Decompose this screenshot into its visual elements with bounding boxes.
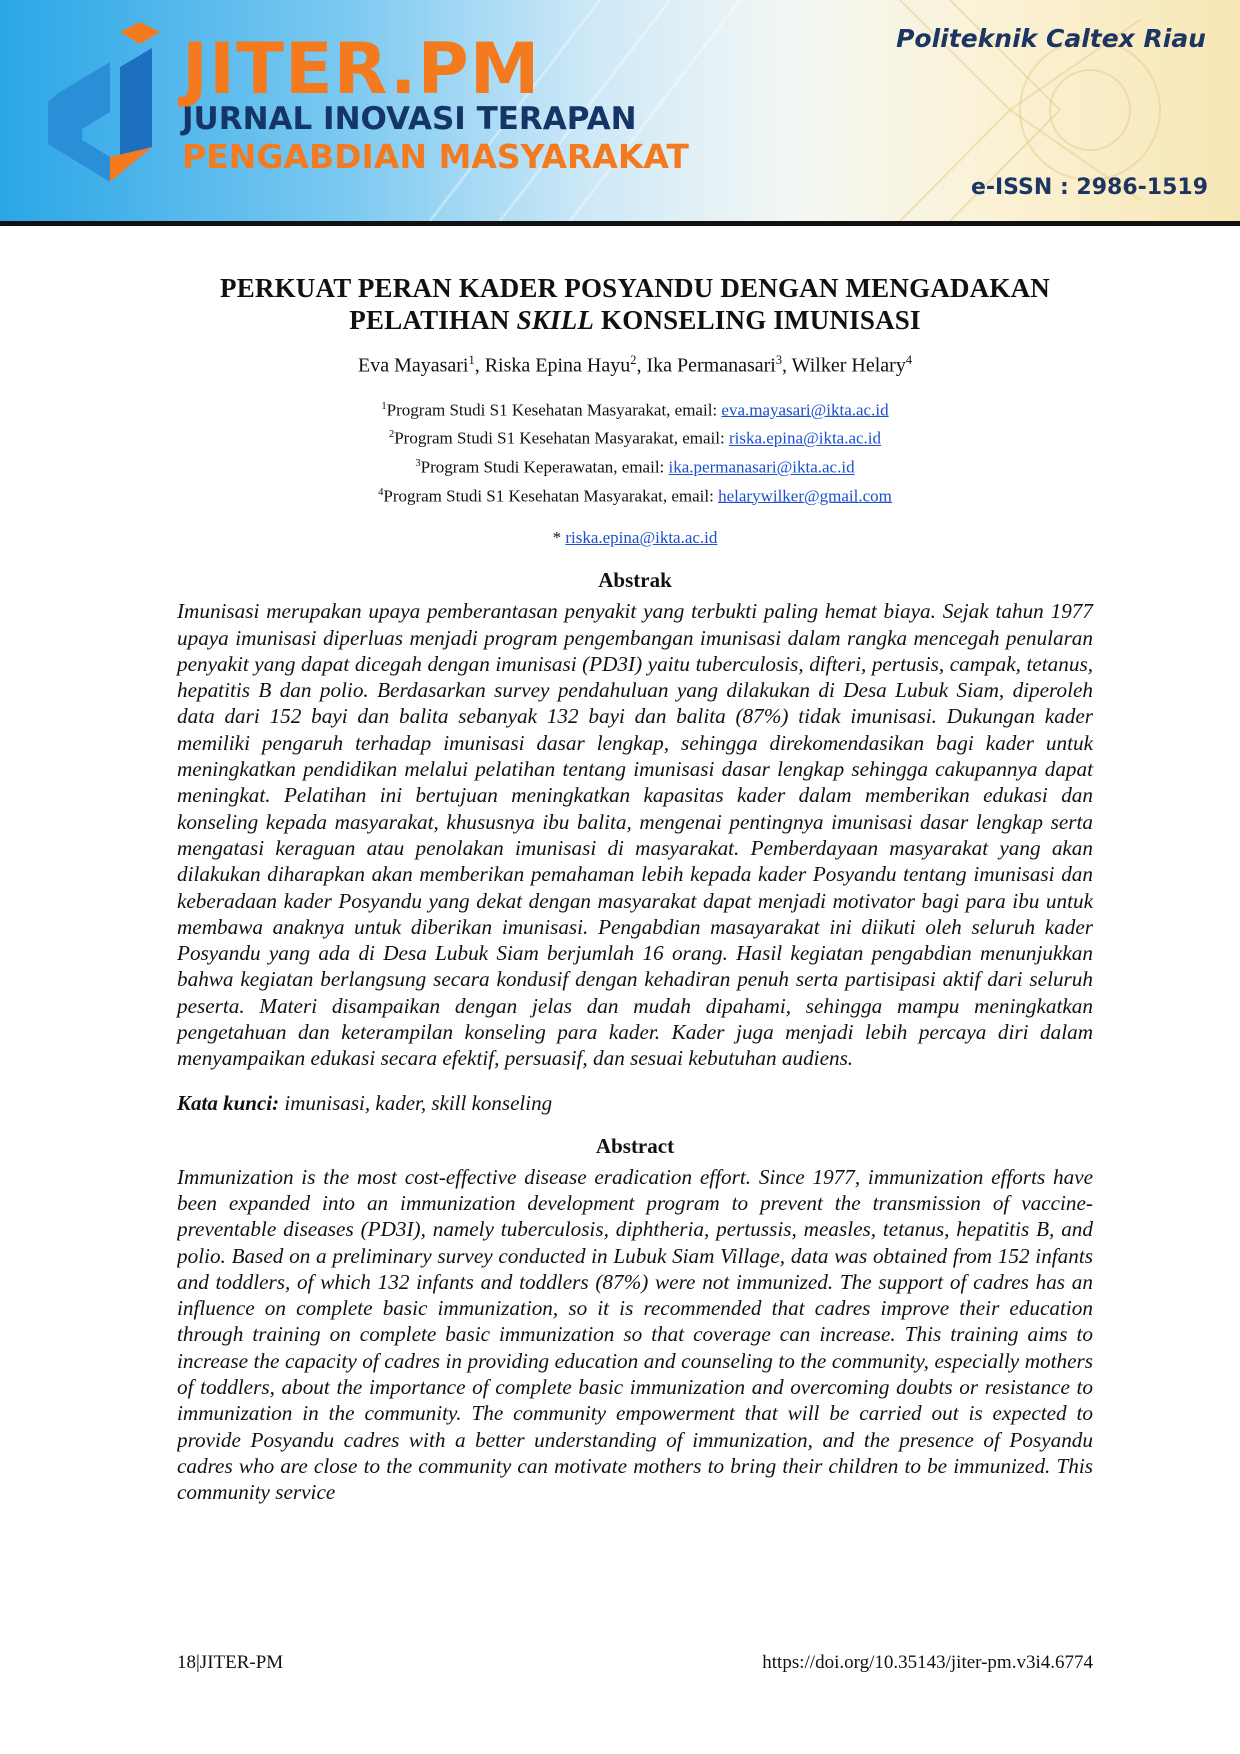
keywords-label: Kata kunci:: [177, 1090, 280, 1115]
corresponding-marker: *: [552, 528, 566, 548]
email-link[interactable]: ika.permanasari@ikta.ac.id: [668, 457, 855, 477]
abstrak-paragraph: Imunisasi merupakan upaya pemberantasan …: [177, 599, 1093, 1071]
title-line2-pre: PELATIHAN: [349, 305, 517, 335]
decorative-lines: [428, 0, 1161, 221]
affiliation-sup: 1: [381, 400, 387, 412]
page-number: 18|JITER-PM: [177, 1652, 284, 1673]
abstrak-heading: Abstrak: [598, 568, 672, 593]
institution-name: Politeknik Caltex Riau: [896, 24, 1206, 53]
author-name: Eva Mayasari: [357, 354, 469, 377]
author-separator: ,: [636, 354, 647, 377]
author-sup: 2: [630, 353, 637, 367]
affiliation-sup: 2: [388, 429, 395, 441]
keywords-text: imunisasi, kader, skill konseling: [279, 1090, 553, 1115]
journal-header-banner: JITER.PM JURNAL INOVASI TERAPAN PENGABDI…: [0, 0, 1240, 221]
email-link[interactable]: helarywilker@gmail.com: [718, 486, 892, 506]
journal-name-line2: PENGABDIAN MASYARAKAT: [182, 137, 689, 176]
corresponding-email-link[interactable]: riska.epina@ikta.ac.id: [565, 528, 718, 548]
title-line2-post: KONSELING IMUNISASI: [594, 305, 921, 335]
author-separator: ,: [782, 354, 792, 377]
author-name: Ika Permanasari: [646, 354, 776, 377]
journal-short-name: JITER.PM: [182, 28, 541, 110]
corresponding-author: * riska.epina@ikta.ac.id: [177, 525, 1093, 550]
keywords: Kata kunci: imunisasi, kader, skill kons…: [177, 1089, 1093, 1117]
affiliation-text: Program Studi S1 Kesehatan Masyarakat, e…: [394, 428, 729, 448]
affiliation-item: 4Program Studi S1 Kesehatan Masyarakat, …: [177, 480, 1093, 509]
author-list: Eva Mayasari1, Riska Epina Hayu2, Ika Pe…: [177, 348, 1093, 378]
affiliation-sup: 4: [378, 486, 384, 498]
affiliation-sup: 3: [415, 457, 421, 469]
affiliation-item: 3Program Studi Keperawatan, email: ika.p…: [177, 451, 1093, 480]
author-name: Riska Epina Hayu: [484, 354, 631, 377]
affiliation-text: Program Studi S1 Kesehatan Masyarakat, e…: [383, 486, 719, 506]
author-sup: 3: [775, 353, 783, 367]
jiter-logo-icon: [48, 22, 160, 182]
doi-link[interactable]: https://doi.org/10.35143/jiter-pm.v3i4.6…: [762, 1652, 1093, 1673]
title-line2-italic: SKILL: [516, 305, 595, 335]
abstract-paragraph: Immunization is the most cost-effective …: [177, 1164, 1093, 1505]
author-sup: 1: [468, 353, 475, 367]
email-link[interactable]: riska.epina@ikta.ac.id: [728, 428, 882, 448]
abstract-heading: Abstract: [595, 1133, 675, 1158]
issn-label: e-ISSN : 2986-1519: [970, 175, 1208, 200]
affiliation-text: Program Studi S1 Kesehatan Masyarakat, e…: [386, 400, 722, 420]
journal-name-line1: JURNAL INOVASI TERAPAN: [182, 101, 637, 137]
author-separator: ,: [474, 354, 485, 377]
affiliation-text: Program Studi Keperawatan, email:: [420, 457, 669, 477]
affiliation-item: 2Program Studi S1 Kesehatan Masyarakat, …: [177, 422, 1093, 451]
affiliation-item: 1Program Studi S1 Kesehatan Masyarakat, …: [177, 394, 1093, 423]
article-body: PERKUAT PERAN KADER POSYANDU DENGAN MENG…: [177, 272, 1093, 1506]
author-name: Wilker Helary: [791, 354, 906, 377]
title-line1: PERKUAT PERAN KADER POSYANDU DENGAN MENG…: [220, 273, 1050, 303]
email-link[interactable]: eva.mayasari@ikta.ac.id: [721, 400, 889, 420]
article-title: PERKUAT PERAN KADER POSYANDU DENGAN MENG…: [177, 272, 1093, 336]
header-divider: [0, 221, 1240, 226]
affiliation-list: 1Program Studi S1 Kesehatan Masyarakat, …: [177, 394, 1093, 509]
author-sup: 4: [905, 353, 913, 367]
